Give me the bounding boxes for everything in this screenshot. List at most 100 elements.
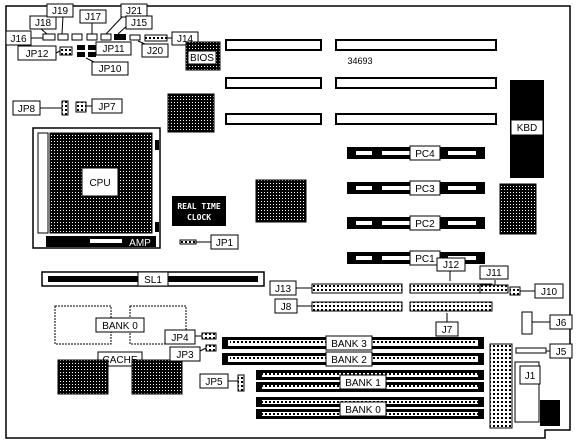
jp5-header [237, 374, 245, 392]
svg-text:J21: J21 [126, 6, 143, 17]
svg-text:SL1: SL1 [144, 275, 162, 286]
chipset-chip-1 [167, 93, 215, 133]
label-j8: J8 [274, 298, 298, 314]
isa-slots [225, 39, 497, 125]
svg-text:J14: J14 [177, 34, 194, 45]
jp4-header [201, 332, 217, 340]
memory-bank-3: BANK 3 [222, 335, 484, 351]
label-jp12: JP12 [17, 45, 57, 61]
pci-slot-pc3: PC3 [347, 180, 485, 196]
cpu-label: CPU [89, 178, 110, 189]
j5-connector [515, 347, 547, 354]
svg-text:J20: J20 [147, 46, 164, 57]
svg-text:KBD: KBD [517, 123, 538, 134]
memory-bank-0: BANK 0 [256, 397, 484, 419]
label-jp11: JP11 [95, 41, 132, 56]
svg-text:J8: J8 [281, 302, 292, 313]
label-j20: J20 [141, 43, 169, 58]
j1-connector: J1 [489, 343, 560, 429]
label-jp1: JP1 [210, 234, 239, 250]
label-j11: J11 [479, 265, 509, 280]
svg-text:JP12: JP12 [26, 49, 49, 60]
svg-text:J7: J7 [442, 325, 453, 336]
cpu-socket: CPU AMP [32, 127, 161, 249]
label-j12: J12 [436, 257, 466, 272]
label-jp3: JP3 [169, 346, 201, 362]
svg-text:J11: J11 [486, 268, 502, 279]
svg-text:J15: J15 [131, 18, 148, 29]
svg-text:JP1: JP1 [216, 238, 234, 249]
svg-text:J18: J18 [35, 18, 52, 29]
label-jp5: JP5 [199, 373, 229, 389]
label-j1: J1 [525, 371, 536, 382]
svg-text:J6: J6 [556, 318, 567, 329]
label-j13: J13 [269, 280, 297, 296]
bios-chip: BIOS [185, 41, 221, 71]
svg-text:JP5: JP5 [205, 377, 223, 388]
j8-connector [311, 301, 403, 312]
j11-connector [479, 284, 509, 294]
svg-text:PC1: PC1 [415, 254, 435, 265]
svg-text:BANK 3: BANK 3 [331, 339, 367, 350]
label-j6: J6 [549, 314, 573, 330]
label-j17: J17 [79, 9, 107, 24]
svg-text:J19: J19 [52, 6, 69, 17]
j6-connector [521, 311, 533, 335]
svg-text:CACHE: CACHE [102, 355, 137, 366]
label-j15: J15 [125, 15, 153, 30]
amp-label: AMP [129, 238, 151, 249]
svg-text:JP11: JP11 [102, 44, 124, 55]
chipset-chip-3 [499, 183, 537, 235]
svg-text:BANK 0: BANK 0 [345, 405, 381, 416]
label-j21: J21 [120, 3, 148, 18]
label-j19: J19 [46, 3, 74, 18]
jp1-header [179, 239, 197, 245]
svg-text:BIOS: BIOS [190, 53, 214, 64]
j7-connector [409, 301, 493, 312]
memory-bank-1: BANK 1 [256, 370, 484, 392]
label-j5: J5 [549, 343, 573, 359]
svg-text:PC4: PC4 [415, 149, 435, 160]
label-jp8: JP8 [12, 100, 41, 116]
svg-text:JP10: JP10 [99, 64, 122, 75]
svg-text:J17: J17 [85, 12, 102, 23]
label-jp10: JP10 [91, 61, 129, 76]
label-j10: J10 [534, 283, 564, 299]
real-time-clock: REAL TIME CLOCK [172, 196, 226, 226]
svg-text:PC2: PC2 [415, 219, 435, 230]
svg-text:J5: J5 [556, 347, 567, 358]
label-jp7: JP7 [91, 98, 123, 114]
svg-text:J12: J12 [443, 260, 460, 271]
svg-text:REAL TIME: REAL TIME [177, 202, 221, 211]
cache-chip-2 [131, 359, 183, 395]
slot-sl1: SL1 [41, 271, 265, 287]
memory-bank-2: BANK 2 [222, 351, 484, 367]
cache-chip-1 [57, 359, 109, 395]
label-j18: J18 [29, 15, 57, 30]
svg-text:JP7: JP7 [98, 102, 116, 113]
svg-text:BANK 2: BANK 2 [331, 355, 367, 366]
svg-text:BANK 1: BANK 1 [345, 378, 381, 389]
svg-text:J16: J16 [10, 34, 27, 45]
keyboard-controller: KBD [510, 80, 544, 178]
chipset-chip-2 [255, 179, 307, 223]
label-j16: J16 [5, 30, 32, 46]
label-jp4: JP4 [164, 329, 196, 345]
svg-text:CLOCK: CLOCK [187, 213, 211, 222]
j13-connector [311, 283, 403, 294]
pci-slot-pc4: PC4 [347, 145, 485, 161]
jp3-header [205, 344, 217, 352]
svg-text:J10: J10 [541, 287, 558, 298]
j10-connector [509, 286, 521, 296]
svg-text:J13: J13 [275, 284, 292, 295]
pci-slot-pc2: PC2 [347, 215, 485, 231]
label-cache: CACHE [97, 351, 143, 367]
svg-text:JP3: JP3 [176, 350, 194, 361]
svg-text:JP8: JP8 [18, 104, 36, 115]
board-part-number: 34693 [347, 56, 372, 66]
label-j7: J7 [435, 321, 459, 337]
svg-text:JP4: JP4 [171, 333, 189, 344]
svg-text:PC3: PC3 [415, 184, 435, 195]
svg-text:BANK 0: BANK 0 [102, 321, 138, 332]
